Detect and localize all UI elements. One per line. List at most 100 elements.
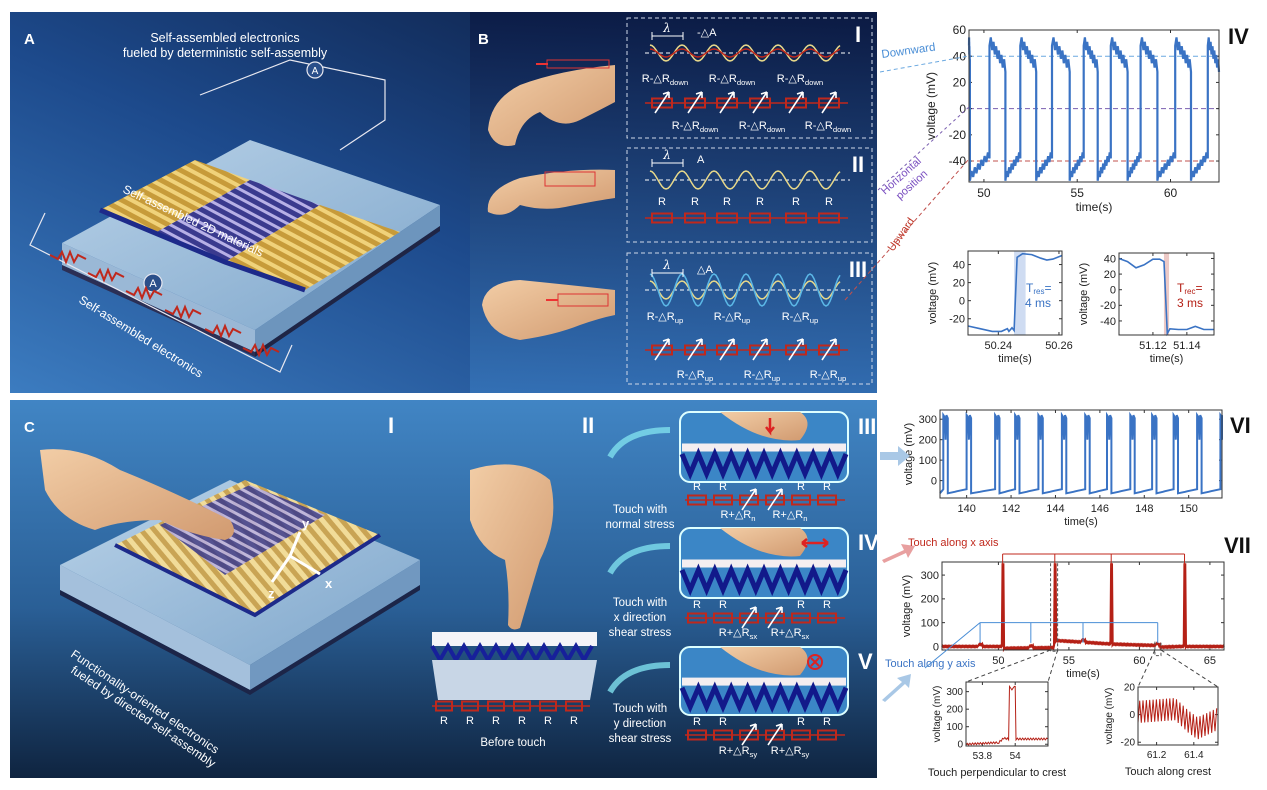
hand-horizontal xyxy=(487,169,615,215)
amplitude-label: A xyxy=(697,154,705,166)
resistance-subscript: down xyxy=(670,78,688,87)
x-tick-label: 51.12 xyxy=(1139,340,1167,352)
x-tick-label: 146 xyxy=(1091,503,1109,515)
r-label: R xyxy=(719,481,727,493)
y-axis-label: voltage (mV) xyxy=(1078,263,1090,325)
resistance-label: R xyxy=(792,196,800,208)
variable-resistor-arrow-icon xyxy=(821,91,837,114)
dashed-box-I xyxy=(626,17,873,139)
upward-leader xyxy=(844,158,970,301)
t-rec-main: T xyxy=(1177,281,1185,295)
resistor xyxy=(435,700,453,712)
upward-label: Upward xyxy=(886,216,918,254)
x-tick-label: 51.14 xyxy=(1173,340,1201,352)
curved-arrow-icon xyxy=(607,662,671,694)
plot-frame xyxy=(941,561,1225,651)
highlight-band xyxy=(1163,253,1170,335)
y-tick-label: 100 xyxy=(921,617,939,629)
resistance-label: R+△Rsy xyxy=(771,745,810,759)
variable-resistor-arrow-icon xyxy=(752,338,768,361)
resistance-main: R-△R xyxy=(709,73,737,85)
resistor xyxy=(684,97,706,109)
fingertip-icon xyxy=(720,528,808,557)
x-tick-label: 65 xyxy=(1204,655,1216,667)
highlight-band xyxy=(1014,251,1026,335)
resistance-subscript: up xyxy=(772,374,781,383)
x-tick-label: 150 xyxy=(1180,503,1198,515)
x-tick-label: 54 xyxy=(1010,751,1022,762)
resistance-main: R xyxy=(756,196,764,208)
y-tick-label: 300 xyxy=(946,687,963,698)
resistance-subscript: down xyxy=(767,125,785,134)
axis-y-label: y xyxy=(302,516,310,531)
x-axis-label: time(s) xyxy=(1064,516,1098,528)
resistance-main: R xyxy=(825,196,833,208)
resistance-label: R xyxy=(825,196,833,208)
ammeter-symbol-bottom: A xyxy=(149,278,157,290)
resistance-label: R-△Rdown xyxy=(805,120,851,134)
resistor xyxy=(817,612,837,624)
case-caption: y direction xyxy=(614,718,666,730)
touch-x-arrow-icon xyxy=(882,544,915,563)
before-r-label: R xyxy=(518,715,526,727)
y-tick-label: 0 xyxy=(933,641,939,653)
x-tick-label: 50.24 xyxy=(985,340,1013,352)
y-tick-label: -20 xyxy=(1121,738,1136,749)
resistance-subscript: n xyxy=(803,514,807,523)
t-rec-label: Trec= xyxy=(1177,281,1202,296)
resistance-subscript: sy xyxy=(750,750,758,759)
case-caption: Touch with xyxy=(613,504,667,516)
panel-a-label: A xyxy=(24,31,35,48)
hand-bending-up xyxy=(482,280,615,340)
y-tick-label: 200 xyxy=(921,594,939,606)
dashed-box-III xyxy=(626,252,873,385)
x-tick-label: 55 xyxy=(1063,655,1075,667)
x-tick-label: 60 xyxy=(1164,186,1178,200)
x-axis-label: time(s) xyxy=(998,353,1032,365)
resistor xyxy=(739,494,759,506)
x-tick-label: 50 xyxy=(992,655,1004,667)
variable-resistor-arrow-icon xyxy=(767,488,783,511)
lambda-label: λ xyxy=(662,258,671,272)
resistance-main: R+△R xyxy=(772,509,803,521)
y-axis-label: voltage (mV) xyxy=(924,72,938,140)
resistance-subscript: down xyxy=(700,125,718,134)
x-tick-label: 53.8 xyxy=(973,751,993,762)
y-tick-label: -40 xyxy=(1100,316,1116,328)
y-tick-label: 0 xyxy=(931,475,937,487)
finger-illustration xyxy=(40,449,234,540)
resistance-main: R+△R xyxy=(771,627,802,639)
before-r-label: R xyxy=(544,715,552,727)
resistance-subscript: down xyxy=(737,78,755,87)
resistance-label: R xyxy=(658,196,666,208)
fingertip-icon xyxy=(720,412,808,441)
resistor xyxy=(785,97,807,109)
t-res-sub: res xyxy=(1033,287,1044,296)
y-tick-label: -40 xyxy=(949,154,967,168)
gold-ridges-right xyxy=(225,205,400,290)
y-tick-label: 300 xyxy=(921,570,939,582)
case-caption: normal stress xyxy=(605,519,674,531)
amplitude-label: -△A xyxy=(697,27,717,39)
resistance-main: R-△R xyxy=(677,369,705,381)
left-right-arrow-icon xyxy=(801,538,829,548)
resistance-label: R xyxy=(691,196,699,208)
downward-label: Downward xyxy=(881,42,936,61)
resistor xyxy=(785,212,807,224)
resistance-main: R-△R xyxy=(810,369,838,381)
hand-bending-down xyxy=(488,65,615,146)
resistance-main: R+△R xyxy=(771,745,802,757)
touch-y-bracket xyxy=(924,622,1159,669)
resistance-main: R xyxy=(792,196,800,208)
wavy-electronics xyxy=(679,447,849,481)
resistor xyxy=(716,212,738,224)
downward-leader xyxy=(879,55,970,73)
r-label: R xyxy=(693,716,701,728)
amplitude-label: △A xyxy=(697,264,713,276)
resistor xyxy=(461,700,479,712)
resistor xyxy=(651,97,673,109)
